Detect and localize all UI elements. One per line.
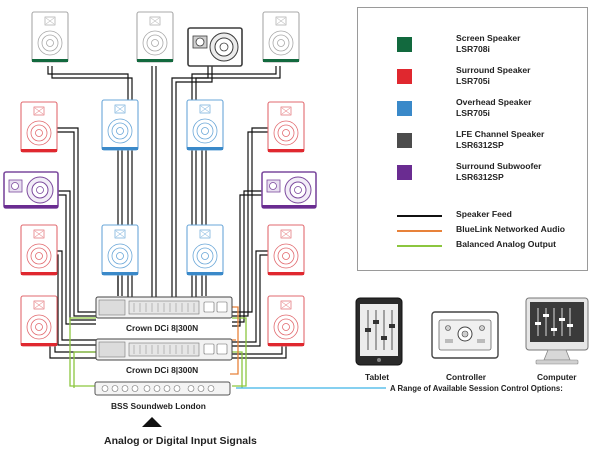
legend-item-model: LSR705i: [456, 76, 490, 86]
surround-speaker-left-3: [20, 295, 58, 347]
amplifier-1-label: Crown DCi 8|300N: [126, 323, 199, 333]
computer-icon: [525, 297, 589, 365]
legend: Screen Speaker LSR708i Surround Speaker …: [357, 7, 588, 271]
surround-speaker-right-1: [267, 101, 305, 153]
amplifier-2: [95, 338, 233, 361]
legend-item-surround-subwoofer: Surround Subwoofer LSR6312SP: [358, 161, 589, 191]
amplifier-2-label: Crown DCi 8|300N: [126, 365, 199, 375]
legend-item-model: LSR6312SP: [456, 172, 504, 182]
legend-item-name: Surround Subwoofer: [456, 161, 542, 171]
legend-item-name: Screen Speaker: [456, 33, 521, 43]
controller-icon: [431, 311, 499, 359]
legend-item-surround-speaker: Surround Speaker LSR705i: [358, 65, 589, 95]
legend-item-name: LFE Channel Speaker: [456, 129, 545, 139]
legend-swatch: [397, 37, 412, 52]
legend-line-label: Speaker Feed: [456, 209, 512, 219]
input-signals-label: Analog or Digital Input Signals: [104, 435, 257, 447]
legend-item-name: Surround Speaker: [456, 65, 531, 75]
tablet-label: Tablet: [365, 372, 390, 382]
screen-speaker-left: [31, 11, 69, 63]
legend-line-swatch: [397, 230, 442, 232]
surround-speaker-right-2: [267, 224, 305, 276]
surround-subwoofer-left: [3, 171, 59, 209]
legend-item-name: Overhead Speaker: [456, 97, 532, 107]
tablet-icon: [355, 297, 403, 366]
legend-item-lfe-speaker: LFE Channel Speaker LSR6312SP: [358, 129, 589, 159]
legend-swatch: [397, 165, 412, 180]
legend-swatch: [397, 101, 412, 116]
legend-line-swatch: [397, 245, 442, 247]
legend-line-label: BlueLink Networked Audio: [456, 224, 566, 234]
legend-line-swatch: [397, 215, 442, 217]
legend-item-model: LSR6312SP: [456, 140, 504, 150]
computer-label: Computer: [537, 372, 577, 382]
legend-line-bluelink: BlueLink Networked Audio: [358, 224, 589, 238]
overhead-speaker-right-2: [186, 224, 224, 276]
bss-processor: [94, 381, 231, 396]
legend-line-speaker-feed: Speaker Feed: [358, 209, 589, 223]
legend-swatch: [397, 133, 412, 148]
surround-speaker-left-1: [20, 101, 58, 153]
overhead-speaker-right-1: [186, 99, 224, 151]
bluelink-wires: [230, 306, 239, 375]
legend-item-model: LSR705i: [456, 108, 490, 118]
legend-swatch: [397, 69, 412, 84]
processor-label: BSS Soundweb London: [111, 401, 206, 411]
analog-output-wires: [69, 317, 247, 388]
input-arrow-icon: [142, 417, 162, 427]
surround-subwoofer-right: [261, 171, 317, 209]
legend-line-label: Balanced Analog Output: [456, 239, 556, 249]
screen-speaker-right: [262, 11, 300, 63]
speaker-feed-wires: [47, 66, 287, 359]
session-control-label: A Range of Available Session Control Opt…: [390, 384, 563, 393]
surround-speaker-right-3: [267, 295, 305, 347]
screen-speaker-center: [136, 11, 174, 63]
legend-item-overhead-speaker: Overhead Speaker LSR705i: [358, 97, 589, 127]
controller-label: Controller: [446, 372, 487, 382]
legend-item-model: LSR708i: [456, 44, 490, 54]
overhead-speaker-left-1: [101, 99, 139, 151]
legend-item-screen-speaker: Screen Speaker LSR708i: [358, 33, 589, 63]
surround-speaker-left-2: [20, 224, 58, 276]
legend-line-analog: Balanced Analog Output: [358, 239, 589, 253]
amplifier-1: [95, 296, 233, 319]
lfe-speaker: [187, 27, 243, 67]
overhead-speaker-left-2: [101, 224, 139, 276]
